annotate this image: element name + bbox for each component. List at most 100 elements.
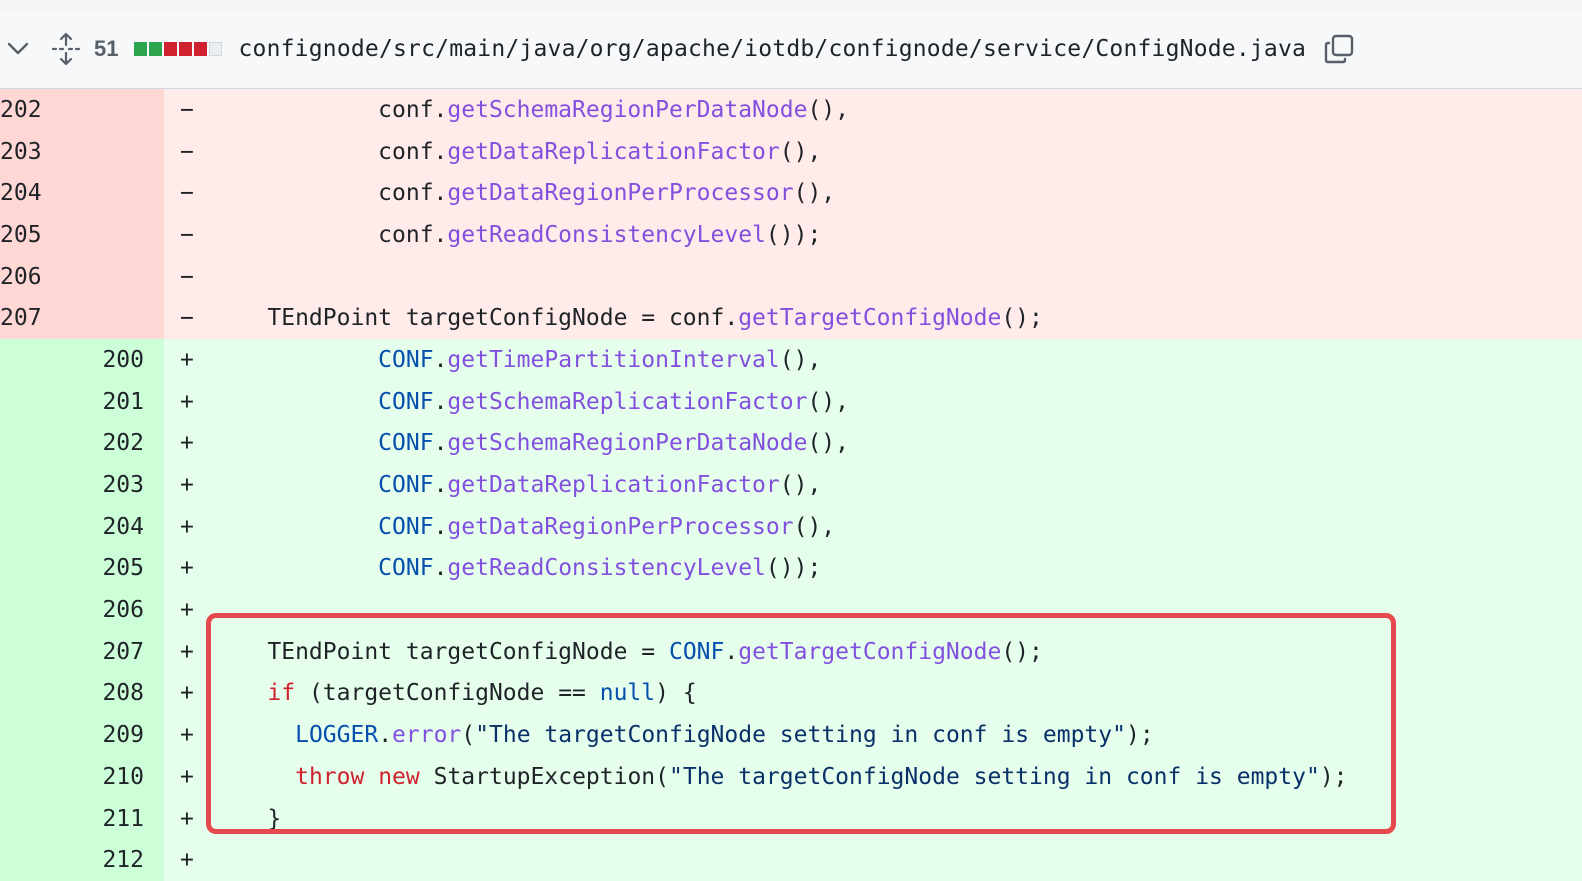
diff-line: 208+ if (targetConfigNode == null) { <box>0 672 1582 715</box>
code-token <box>212 722 295 748</box>
code-line: CONF.getDataReplicationFactor(), <box>212 472 821 498</box>
deletion-marker: − <box>180 96 194 123</box>
code-token: CONF <box>378 513 434 540</box>
code-token: getSchemaReplicationFactor <box>447 388 808 415</box>
diff-line: 203− conf.getDataReplicationFactor(), <box>0 130 1582 173</box>
code-token: . <box>433 388 448 415</box>
new-line-number[interactable]: 206 <box>0 589 164 631</box>
diffstat-bar <box>149 42 163 56</box>
new-line-number[interactable]: 211 <box>0 797 164 840</box>
code-line: CONF.getSchemaRegionPerDataNode(), <box>212 430 849 456</box>
code-token: (), <box>793 513 836 540</box>
new-line-number[interactable]: 201 <box>0 380 164 423</box>
old-line-number[interactable]: 205 <box>0 214 164 256</box>
diff-line: 210+ throw new StartupException("The tar… <box>0 756 1582 798</box>
code-token: LOGGER <box>295 722 379 749</box>
deletion-marker: − <box>180 263 194 290</box>
chevron-down-icon[interactable] <box>2 33 34 65</box>
code-line: CONF.getDataRegionPerProcessor(), <box>212 514 835 540</box>
code-line: CONF.getSchemaReplicationFactor(), <box>212 389 849 415</box>
new-line-number[interactable]: 202 <box>0 422 164 465</box>
new-line-number[interactable]: 204 <box>0 505 164 548</box>
diffstat-bar <box>134 42 148 56</box>
code-token: . <box>724 638 739 665</box>
new-line-number[interactable]: 209 <box>0 714 164 756</box>
old-line-number[interactable]: 207 <box>0 297 164 340</box>
code-line: conf.getDataRegionPerProcessor(), <box>212 180 835 206</box>
code-token: . <box>433 346 448 373</box>
code-token: new <box>378 763 420 790</box>
old-line-number[interactable]: 203 <box>0 130 164 173</box>
code-line: conf.getSchemaRegionPerDataNode(), <box>212 97 849 123</box>
copy-icon[interactable] <box>1322 32 1356 66</box>
new-line-number[interactable]: 208 <box>0 672 164 715</box>
code-token: . <box>433 555 448 582</box>
code-token: . <box>378 722 393 749</box>
addition-marker: + <box>180 346 194 373</box>
old-line-number[interactable]: 202 <box>0 89 164 131</box>
code-token: CONF <box>378 555 434 582</box>
diff-line: 201 + CONF.getSchemaReplicationFactor(), <box>0 380 1582 423</box>
code-token: CONF <box>668 638 725 665</box>
diff-line: 206+ <box>0 589 1582 631</box>
code-token: } <box>212 805 282 832</box>
code-token <box>212 430 378 456</box>
code-line: TEndPoint targetConfigNode = conf.getTar… <box>212 305 1043 332</box>
code-line: TEndPoint targetConfigNode = CONF.getTar… <box>212 639 1043 665</box>
old-line-number[interactable]: 206 <box>0 255 164 298</box>
code-token <box>212 389 378 415</box>
addition-marker: + <box>180 722 194 749</box>
addition-marker: + <box>180 388 194 415</box>
code-token: throw <box>295 763 365 790</box>
code-token: ( <box>461 722 476 749</box>
new-line-number[interactable]: 207 <box>0 630 164 673</box>
addition-marker: + <box>180 847 194 874</box>
change-count: 51 <box>94 36 119 61</box>
code-token: CONF <box>378 388 434 415</box>
diff-line: 204− conf.getDataRegionPerProcessor(), <box>0 172 1582 215</box>
new-line-number[interactable]: 205 <box>0 547 164 590</box>
code-token: getDataReplicationFactor <box>447 138 780 165</box>
code-token: getDataRegionPerProcessor <box>447 180 794 207</box>
new-line-number[interactable]: 212 <box>0 839 164 881</box>
code-token: getDataReplicationFactor <box>447 472 780 499</box>
diff-line: 205− conf.getReadConsistencyLevel()); <box>0 214 1582 256</box>
code-token: getTargetConfigNode <box>738 305 1002 332</box>
code-token: (); <box>1001 305 1043 332</box>
expand-all-icon[interactable] <box>48 31 84 67</box>
code-token: ()); <box>765 555 822 582</box>
diff-line: 207+ TEndPoint targetConfigNode = CONF.g… <box>0 630 1582 673</box>
code-token: conf. <box>212 180 448 207</box>
code-token: conf. <box>212 138 448 165</box>
code-token: (), <box>807 96 849 123</box>
file-path[interactable]: confignode/src/main/java/org/apache/iotd… <box>238 36 1307 62</box>
addition-marker: + <box>180 555 194 582</box>
code-token: conf. <box>212 96 448 123</box>
old-line-number[interactable]: 204 <box>0 172 164 215</box>
diff-line: 202− conf.getSchemaRegionPerDataNode(), <box>0 89 1582 131</box>
diffstat-bars <box>134 42 223 56</box>
code-token: TEndPoint targetConfigNode = conf. <box>212 305 739 332</box>
diffstat-bar <box>194 42 208 56</box>
code-token <box>212 472 378 498</box>
code-token: getSchemaRegionPerDataNode <box>447 430 808 457</box>
new-line-number[interactable]: 210 <box>0 756 164 798</box>
deletion-marker: − <box>180 138 194 165</box>
code-token: . <box>433 513 448 540</box>
addition-marker: + <box>180 805 194 832</box>
diffstat-bar <box>164 42 178 56</box>
code-line: CONF.getReadConsistencyLevel()); <box>212 555 821 581</box>
code-token <box>212 764 295 790</box>
code-token <box>364 764 378 790</box>
code-token: (), <box>779 138 822 165</box>
new-line-number[interactable]: 200 <box>0 339 164 381</box>
code-token: (), <box>779 346 822 373</box>
diff-table: 202− conf.getSchemaRegionPerDataNode(),2… <box>0 89 1582 881</box>
diff-line: 207− TEndPoint targetConfigNode = conf.g… <box>0 297 1582 340</box>
addition-marker: + <box>180 513 194 540</box>
code-token: getTimePartitionInterval <box>447 346 780 373</box>
code-token: . <box>433 472 448 499</box>
code-token: ); <box>1319 763 1348 790</box>
code-token <box>212 347 378 373</box>
new-line-number[interactable]: 203 <box>0 464 164 506</box>
